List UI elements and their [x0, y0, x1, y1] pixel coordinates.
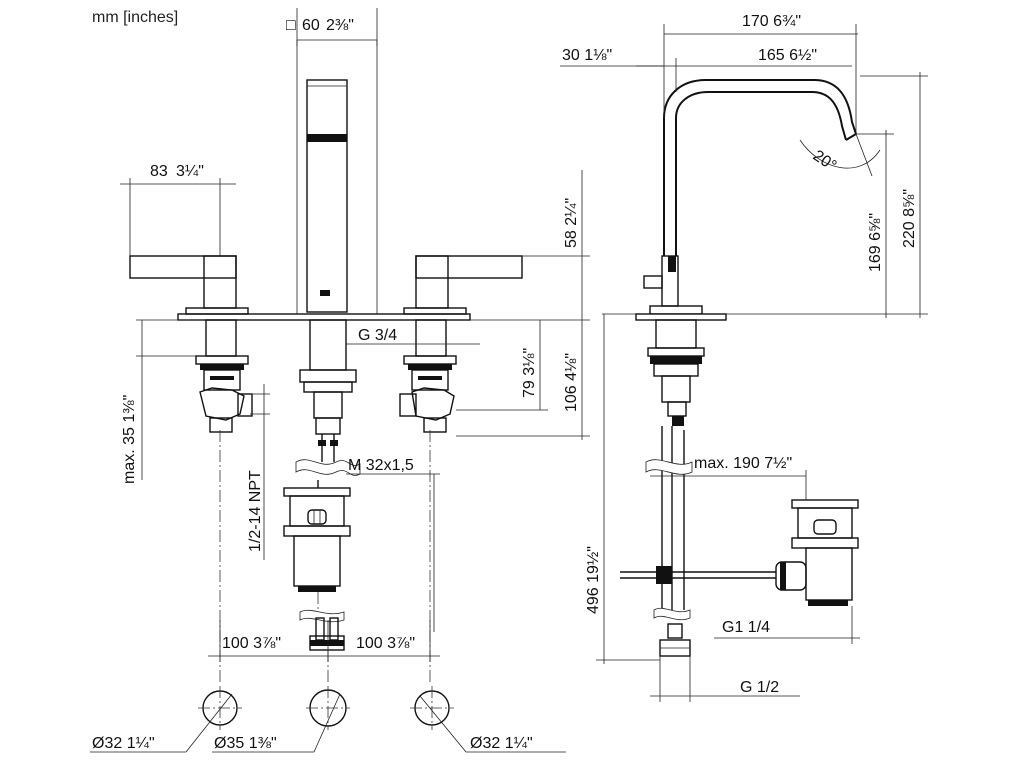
- dim-g12: G 1/2: [740, 679, 779, 696]
- front-view: [129, 8, 523, 730]
- hole-center: [306, 686, 350, 730]
- drain-assembly: [283, 480, 351, 612]
- right-valve: [399, 319, 457, 433]
- dim-hole-left: Ø32 1¼": [92, 735, 155, 752]
- dim-valve-depth-total: 106 4⅛": [563, 353, 580, 412]
- side-view: [620, 79, 859, 657]
- dim-reach: 165 6½": [758, 47, 817, 64]
- dim-m32: M 32x1,5: [348, 457, 414, 474]
- dim-max-190: max. 190 7½": [694, 455, 792, 472]
- left-handle: [129, 255, 249, 315]
- spout-inner: [675, 91, 847, 256]
- dim-g34: G 3/4: [358, 327, 397, 344]
- dim-handle-width-inch: 3¼": [176, 163, 204, 180]
- dim-hole-center: Ø35 1⅜": [214, 735, 277, 752]
- dim-hole-right: Ø32 1¼": [470, 735, 533, 752]
- dim-height-169: 169 6⅝": [867, 213, 884, 272]
- dim-npt: 1/2-14 NPT: [247, 470, 264, 552]
- hole-right: [410, 686, 454, 730]
- spout-mark: [320, 290, 330, 296]
- side-base: [649, 305, 703, 315]
- dim-length-496: 496 19½": [585, 546, 602, 614]
- dim-reach-total: 170 6¾": [742, 13, 801, 30]
- bottom-fittings: [299, 609, 345, 651]
- right-handle: [403, 255, 523, 315]
- angle-arc: [799, 139, 881, 169]
- side-break-1: [645, 459, 693, 475]
- dim-height-220: 220 8⅝": [901, 189, 918, 248]
- dim-spout-square-prefix: □: [286, 17, 296, 34]
- center-mount: [299, 319, 357, 462]
- spout-top-guide: [297, 8, 377, 9]
- dim-angle: 20°: [810, 147, 840, 175]
- dim-handle-width-mm: 83: [150, 163, 168, 180]
- hole-left: [198, 686, 242, 730]
- front-dimensions: □ 60 2⅜" 83 3¼" 58 2¼" 79 3⅛" 106 4⅛" G …: [90, 8, 590, 753]
- left-valve: [195, 319, 253, 433]
- dim-handle-height: 58 2¼": [563, 198, 580, 248]
- side-dimensions: 170 6¾" 165 6½" 30 1⅛" 20° 169 6⅝" 220 8…: [560, 13, 928, 702]
- spout-tip: [845, 133, 857, 141]
- deck-plate: [177, 313, 471, 321]
- dim-valve-depth: 79 3⅛": [521, 348, 538, 398]
- side-deck: [635, 313, 727, 321]
- dim-spacing-left: 100 3⅞": [222, 635, 281, 652]
- dim-offset: 30 1⅛": [562, 47, 612, 64]
- dim-max-under: max. 35 1⅜": [121, 395, 138, 484]
- side-lever: [643, 275, 663, 289]
- dim-spout-square-mm: 60: [302, 17, 320, 34]
- dim-spacing-right: 100 3⅞": [356, 635, 415, 652]
- dim-g1-14: G1 1/4: [722, 619, 770, 636]
- side-mark: [668, 256, 676, 272]
- spout-outer: [663, 79, 857, 256]
- spout-column: [306, 79, 348, 313]
- spout-band: [307, 134, 347, 142]
- unit-label: mm [inches]: [92, 9, 178, 26]
- dim-spout-square-inch: 2⅜": [326, 17, 354, 34]
